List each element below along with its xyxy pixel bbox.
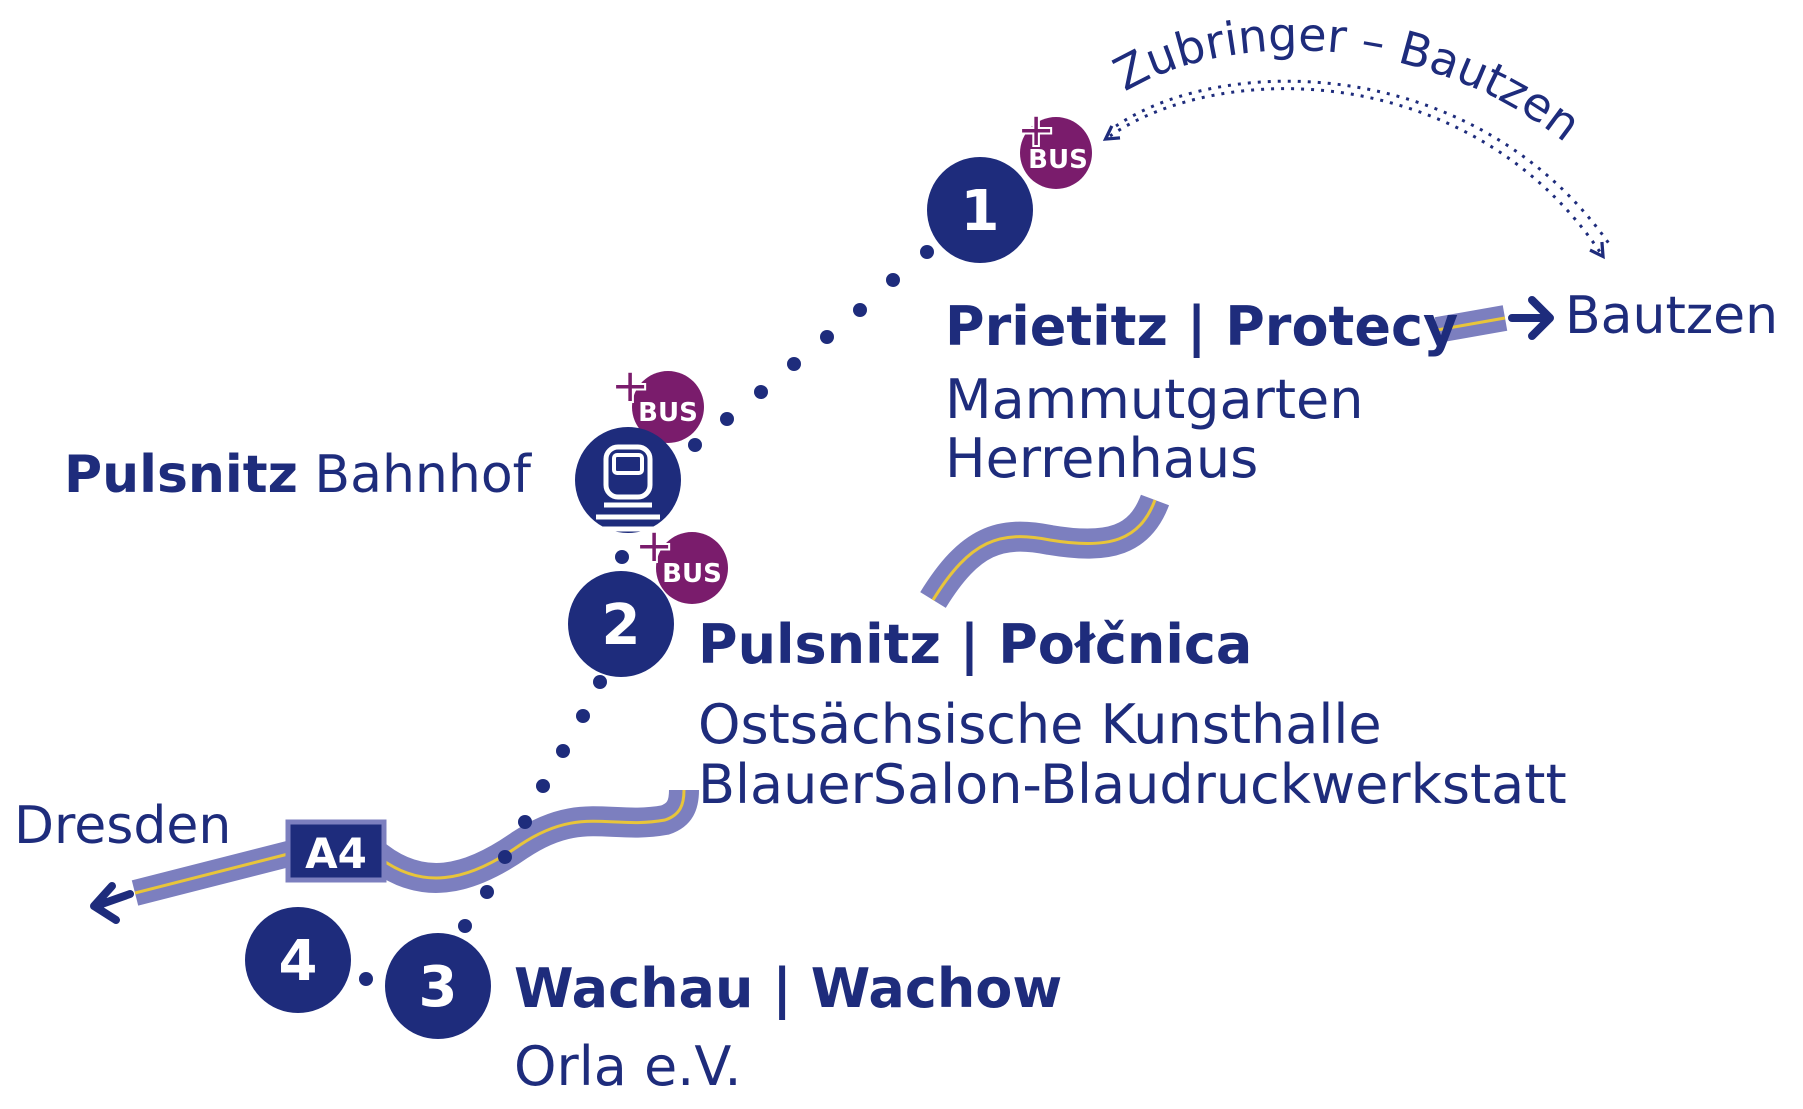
dresden-label: Dresden: [14, 796, 232, 856]
dresden-arrow-icon: [90, 882, 134, 924]
station-name-bold: Pulsnitz: [64, 445, 298, 505]
stop-number: 3: [419, 955, 458, 1020]
bus-plus-icon: +: [1016, 102, 1056, 158]
stop-number: 4: [279, 929, 318, 994]
station-name-rest: Bahnhof: [314, 445, 531, 505]
road-a4-to-pulsnitz: [359, 789, 699, 893]
shuttle-label: Zubringer – Bautzen: [1105, 7, 1591, 152]
stop-2-venue-1: Ostsächsische Kunsthalle: [698, 693, 1382, 756]
stop-3-name: Wachau | Wachow: [514, 957, 1063, 1020]
stop-1-venue-2: Herrenhaus: [945, 427, 1259, 490]
stop-2-venue-2: BlauerSalon-Blaudruckwerkstatt: [698, 753, 1567, 816]
bus-label: BUS: [662, 559, 722, 589]
highway-a4-road: [131, 838, 304, 906]
stop-marker-1: 1: [927, 157, 1033, 263]
train-icon: [575, 427, 681, 533]
bus-label: BUS: [638, 398, 698, 428]
stop-marker-4: 4: [245, 907, 351, 1013]
stop-number: 2: [602, 593, 641, 658]
road-prietitz-to-bautzen: [1434, 305, 1508, 343]
station-name: Pulsnitz Bahnhof: [64, 449, 531, 501]
stop-3-venue-1: Orla e.V.: [514, 1035, 742, 1098]
bautzen-arrow-icon: [1508, 296, 1554, 340]
stop-2-name: Pulsnitz | Połčnica: [698, 613, 1253, 676]
stop-1-name: Prietitz | Protecy: [945, 295, 1459, 358]
stop-marker-2: 2: [568, 571, 674, 677]
bus-plus-icon: +: [610, 358, 650, 414]
stop-number: 1: [961, 179, 1000, 244]
bus-badge-stop-1: + BUS: [1015, 101, 1092, 189]
shuttle-label-path: Zubringer – Bautzen: [1105, 7, 1591, 152]
a4-label: A4: [305, 829, 367, 878]
shuttle-arc: [1102, 79, 1614, 260]
road-pulsnitz-to-prietitz: [920, 494, 1170, 608]
bus-badge-station: + BUS: [609, 357, 704, 443]
stop-marker-3: 3: [385, 933, 491, 1039]
bautzen-label: Bautzen: [1565, 286, 1779, 346]
a4-shield: A4: [285, 819, 387, 883]
stop-1-venue-1: Mammutgarten: [945, 368, 1364, 431]
bus-label: BUS: [1028, 145, 1088, 175]
route-dots: [359, 245, 934, 986]
